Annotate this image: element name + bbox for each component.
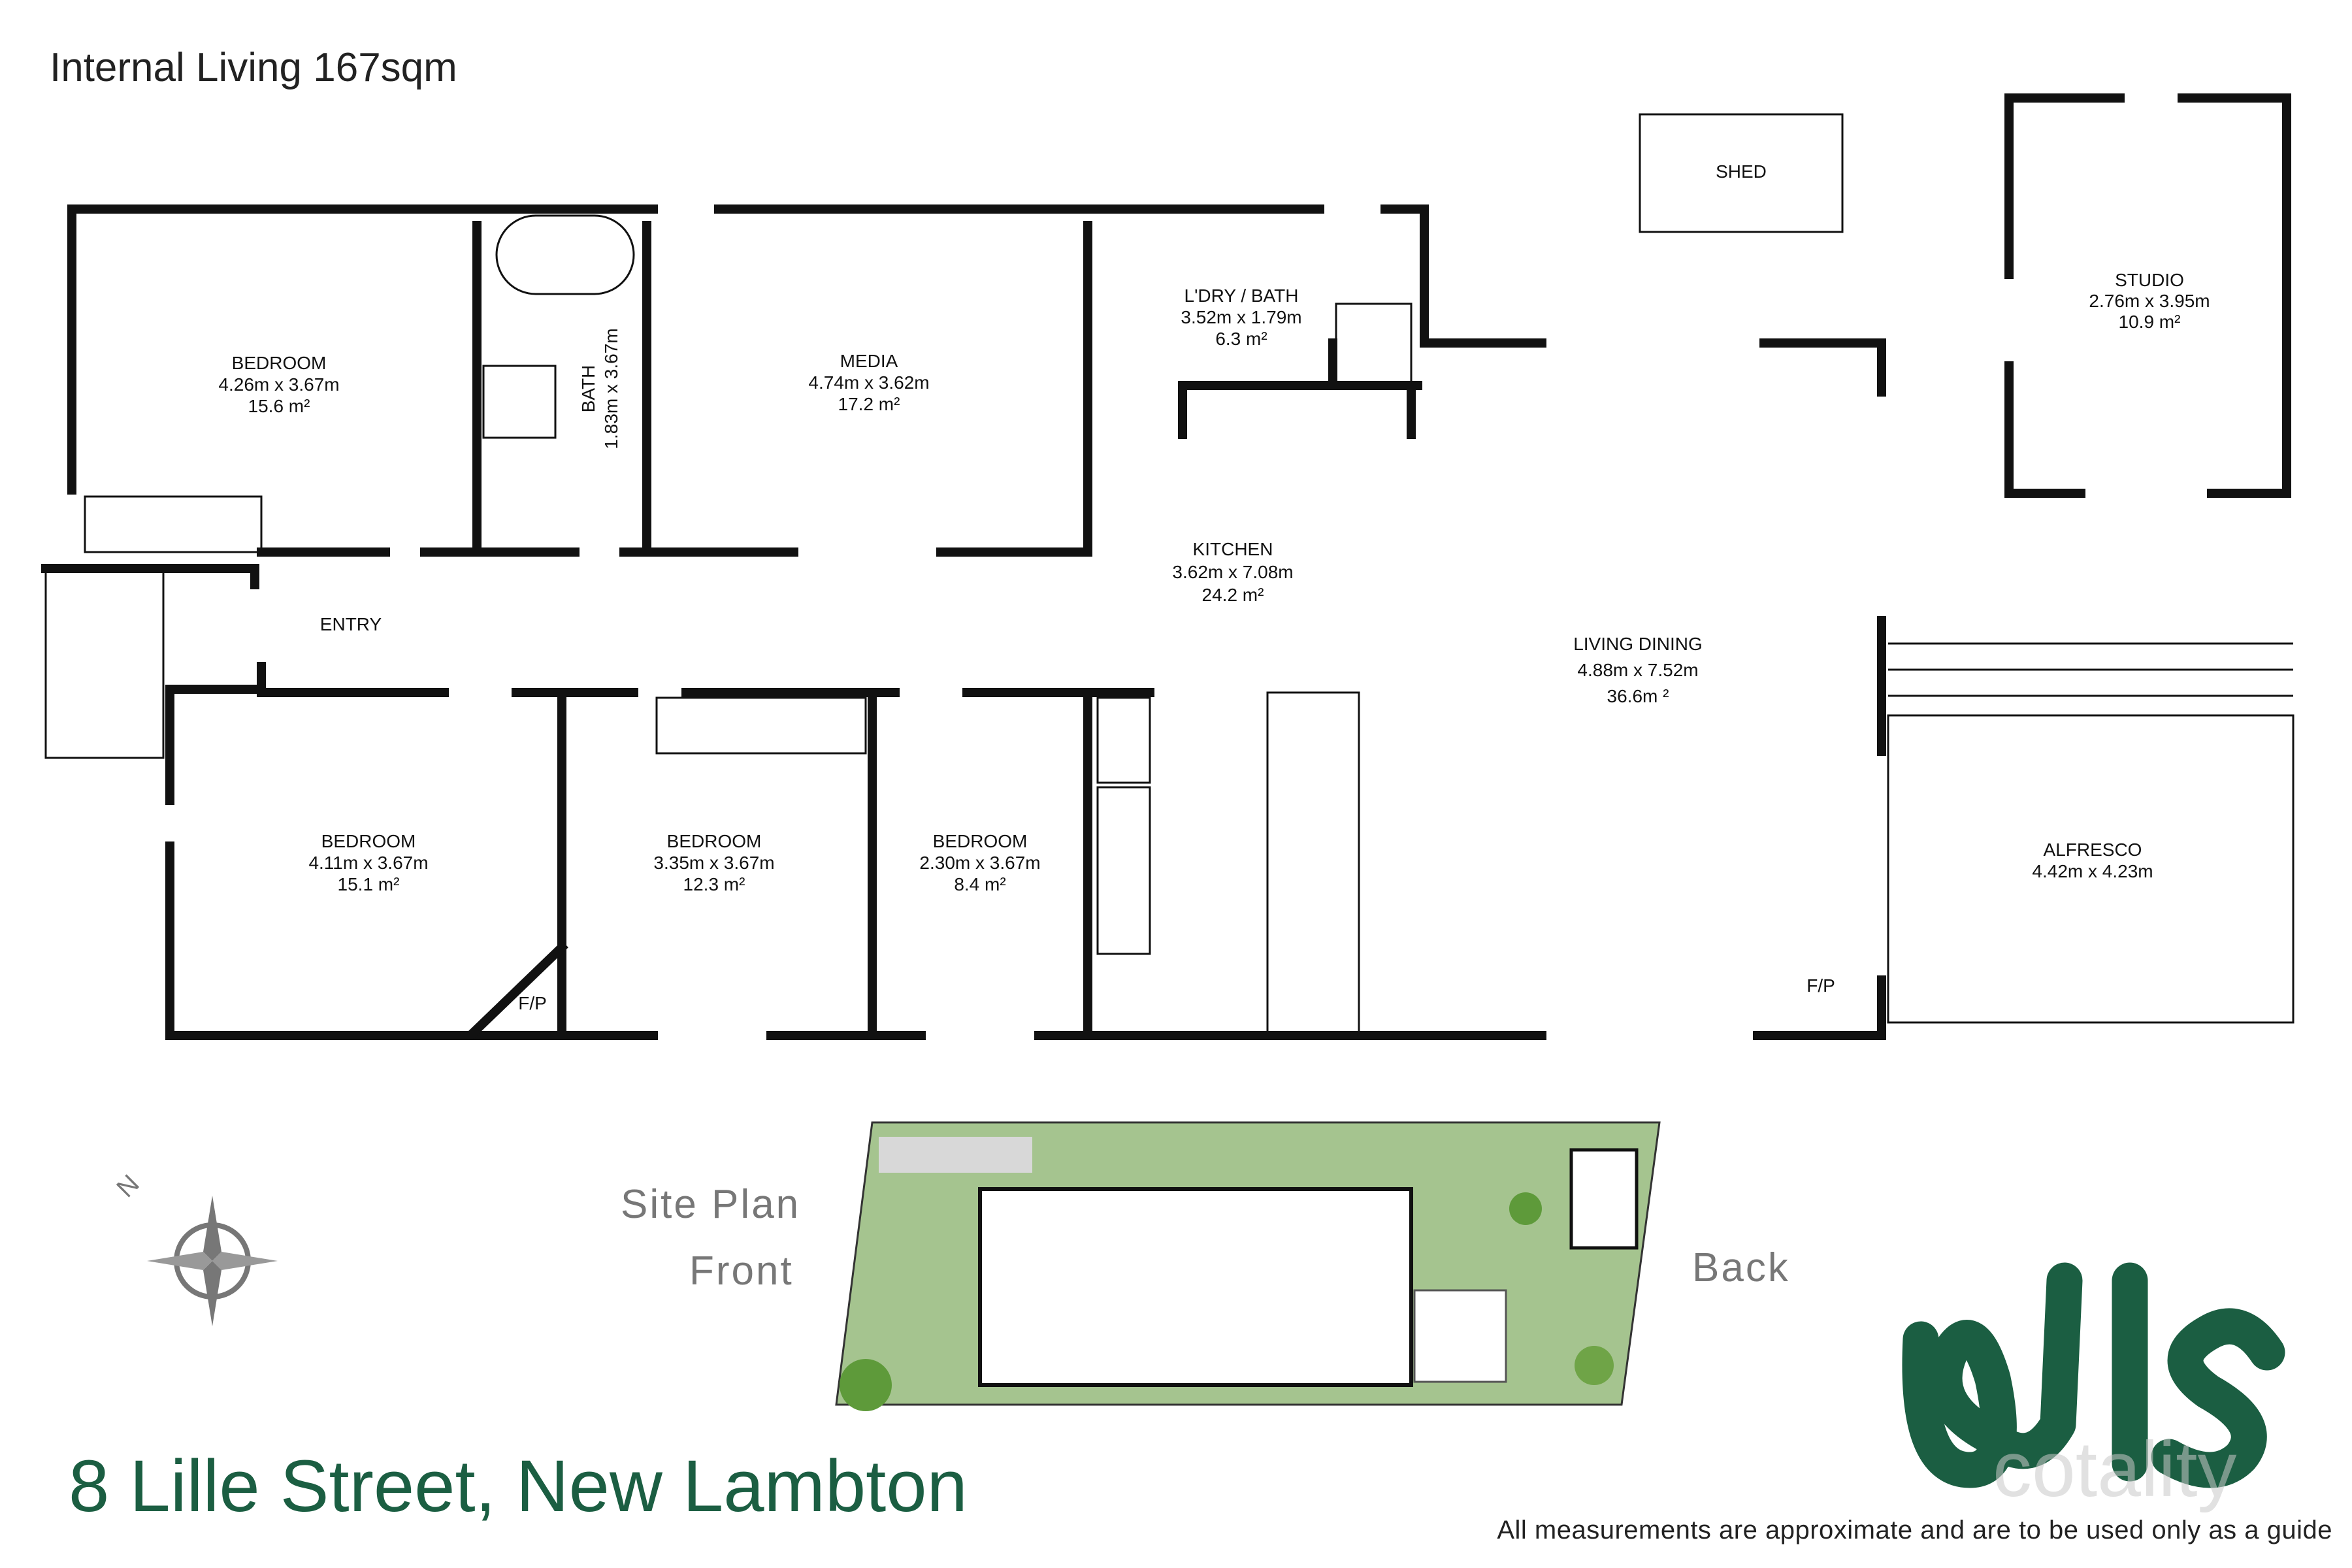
address: 8 Lille Street, New Lambton (69, 1445, 968, 1527)
svg-text:N: N (111, 1169, 145, 1203)
ldry-dims: 3.52m x 1.79m (1181, 307, 1301, 327)
studio-area: 10.9 m² (2119, 312, 2181, 332)
media-name: MEDIA (840, 351, 898, 371)
studio-name: STUDIO (2115, 270, 2184, 290)
bed3-name: BEDROOM (667, 831, 762, 851)
media-area: 17.2 m² (838, 394, 900, 414)
bed1-dims: 4.26m x 3.67m (218, 374, 339, 395)
ldry-name: L'DRY / BATH (1184, 286, 1299, 306)
bed2-area: 15.1 m² (338, 874, 400, 894)
kitchen-area: 24.2 m² (1202, 585, 1264, 605)
bath-name: BATH (578, 365, 598, 413)
ldry-area: 6.3 m² (1215, 329, 1267, 349)
living-name: LIVING DINING (1573, 634, 1703, 654)
site-plan-front: Front (689, 1249, 794, 1294)
disclaimer: All measurements are approximate and are… (1497, 1516, 2332, 1544)
fp2-label: F/P (1806, 975, 1835, 996)
entry-name: ENTRY (320, 614, 382, 634)
bed1-name: BEDROOM (232, 353, 327, 373)
kitchen-name: KITCHEN (1193, 539, 1273, 559)
fixtures (44, 113, 2295, 1037)
site-plan-title: Site Plan (621, 1182, 801, 1227)
wls-logo (1902, 1262, 2285, 1488)
living-dims: 4.88m x 7.52m (1577, 660, 1698, 680)
bed1-area: 15.6 m² (248, 396, 310, 416)
bed4-name: BEDROOM (933, 831, 1028, 851)
living-area: 36.6m ² (1607, 686, 1669, 706)
bed3-dims: 3.35m x 3.67m (653, 853, 774, 873)
shed-name: SHED (1716, 161, 1767, 182)
bath-dims: 1.83m x 3.67m (601, 328, 621, 449)
compass-rose-icon: N (111, 1169, 278, 1326)
internal-living-label: Internal Living 167sqm (50, 45, 457, 90)
alfresco-name: ALFRESCO (2044, 840, 2142, 860)
kitchen-dims: 3.62m x 7.08m (1172, 562, 1293, 582)
bed2-name: BEDROOM (321, 831, 416, 851)
media-dims: 4.74m x 3.62m (808, 372, 929, 393)
walls (41, 93, 2291, 1040)
site-plan (835, 1121, 1661, 1411)
studio-dims: 2.76m x 3.95m (2089, 291, 2210, 311)
bed4-dims: 2.30m x 3.67m (919, 853, 1040, 873)
alfresco-dims: 4.42m x 4.23m (2032, 861, 2153, 881)
bed4-area: 8.4 m² (954, 874, 1005, 894)
fp1-label: F/P (518, 993, 547, 1013)
bed2-dims: 4.11m x 3.67m (308, 853, 428, 873)
site-plan-back: Back (1692, 1245, 1790, 1290)
bed3-area: 12.3 m² (683, 874, 745, 894)
watermark: cotality (1993, 1426, 2237, 1513)
